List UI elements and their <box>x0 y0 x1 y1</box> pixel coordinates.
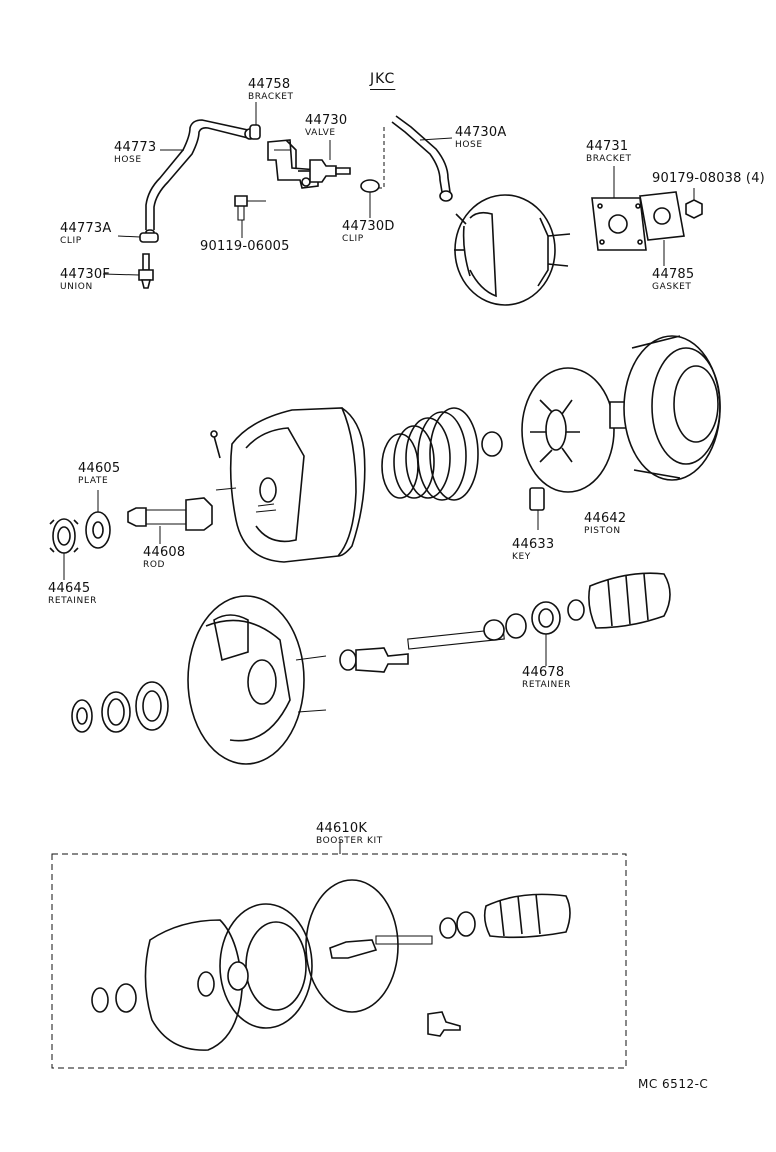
diagram-code: JKC <box>370 71 396 87</box>
bottom-seals-drawing <box>72 682 168 732</box>
part-name: RETAINER <box>48 596 98 606</box>
part-number: 44678 <box>522 665 565 680</box>
part-number: 44758 <box>248 77 291 92</box>
part-name: VALVE <box>305 128 336 138</box>
part-name: KEY <box>512 552 531 562</box>
part-name: PLATE <box>78 476 109 486</box>
booster-kit-frame <box>52 840 626 1068</box>
boot-drawing <box>589 573 670 628</box>
retainer-44645-drawing <box>50 519 78 580</box>
hose-44773-drawing <box>146 120 255 234</box>
booster-top-drawing <box>454 195 570 305</box>
hose-44730a-drawing <box>392 116 452 201</box>
label-90119: 90119-06005 <box>200 239 290 254</box>
label-44758: 44758 BRACKET <box>248 78 294 102</box>
part-name: RETAINER <box>522 680 572 690</box>
part-name: CLIP <box>60 236 82 246</box>
plate-44605-drawing <box>86 490 110 548</box>
part-number: 44785 <box>652 267 695 282</box>
bracket-44758-drawing <box>250 102 318 188</box>
diagram-reference: MC 6512-C <box>638 1077 709 1091</box>
label-44731: 44731 BRACKET <box>586 140 632 164</box>
label-44773a: 44773A CLIP <box>60 222 111 246</box>
label-44608: 44608 ROD <box>143 546 185 570</box>
booster-front-shell-drawing <box>211 408 365 562</box>
clip-44773a-drawing <box>118 233 158 242</box>
diaphragm-drawing <box>624 336 720 480</box>
part-number: 44730 <box>305 113 348 128</box>
label-44730a: 44730A HOSE <box>455 126 506 150</box>
part-name: BOOSTER KIT <box>316 836 383 846</box>
seals-row-drawing <box>484 600 584 666</box>
piston-44642-drawing <box>522 368 634 492</box>
part-name: CLIP <box>342 234 364 244</box>
label-44642: 44642 PISTON <box>584 512 626 536</box>
valve-44730-drawing <box>298 140 350 182</box>
spring-drawing <box>382 408 502 500</box>
rear-shell-drawing <box>188 596 326 764</box>
part-name: PISTON <box>584 526 621 536</box>
part-number: 44605 <box>78 461 121 476</box>
part-name: ROD <box>143 560 166 570</box>
part-number: 44731 <box>586 139 629 154</box>
bolt-90119-drawing <box>235 196 266 238</box>
key-44633-drawing <box>530 488 544 530</box>
label-90179: 90179-08038 (4) <box>652 171 765 186</box>
label-44730f: 44730F UNION <box>60 268 110 292</box>
part-name: BRACKET <box>586 154 632 164</box>
valve-body-drawing <box>340 629 504 672</box>
part-number: 44608 <box>143 545 186 560</box>
part-number: 44730D <box>342 219 395 234</box>
clip-44730d-drawing <box>361 126 384 218</box>
gasket-44785-drawing <box>640 192 684 266</box>
part-number: 44642 <box>584 511 627 526</box>
part-name: GASKET <box>652 282 692 292</box>
label-44645: 44645 RETAINER <box>48 582 97 606</box>
label-44678: 44678 RETAINER <box>522 666 571 690</box>
part-number: 44633 <box>512 537 555 552</box>
part-name: HOSE <box>114 155 142 165</box>
bracket-44731-drawing <box>592 166 646 250</box>
part-number: 44645 <box>48 581 91 596</box>
label-44605: 44605 PLATE <box>78 462 120 486</box>
label-44633: 44633 KEY <box>512 538 554 562</box>
nut-90179-drawing <box>686 188 702 218</box>
label-44773: 44773 HOSE <box>114 141 156 165</box>
part-number: 44773A <box>60 221 112 236</box>
label-44785: 44785 GASKET <box>652 268 694 292</box>
part-number: 44730F <box>60 267 111 282</box>
label-44730d: 44730D CLIP <box>342 220 395 244</box>
part-name: BRACKET <box>248 92 294 102</box>
rod-44608-drawing <box>128 498 212 544</box>
label-44730: 44730 VALVE <box>305 114 347 138</box>
part-number: 44773 <box>114 140 157 155</box>
union-44730f-drawing <box>103 254 153 288</box>
label-44610k: 44610K BOOSTER KIT <box>316 822 383 846</box>
part-name: UNION <box>60 282 93 292</box>
part-name: HOSE <box>455 140 483 150</box>
part-number: 44610K <box>316 821 368 836</box>
part-number: 44730A <box>455 125 507 140</box>
booster-kit-parts-drawing <box>92 880 570 1050</box>
